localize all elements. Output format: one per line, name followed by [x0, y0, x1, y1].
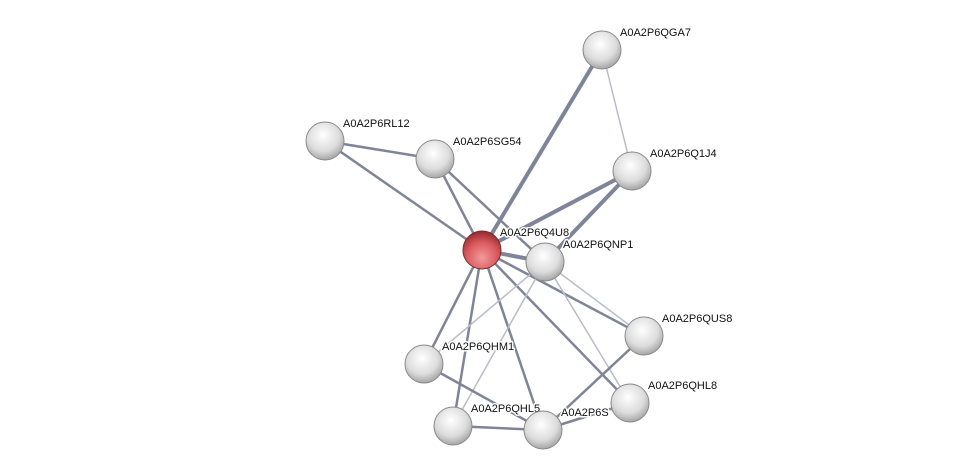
- node-label: A0A2P6QGA7: [620, 27, 691, 39]
- edge-rl12-q4u8[interactable]: [324, 139, 483, 252]
- edge-q4u8-qhl8[interactable]: [481, 249, 631, 404]
- edge-qhm1-s[interactable]: [423, 362, 544, 432]
- protein-node-circle[interactable]: [404, 344, 444, 384]
- node-label: A0A2P6QHM1: [442, 341, 514, 353]
- node-label: A0A2P6S: [561, 407, 609, 419]
- edge-q4u8-qhm1[interactable]: [422, 249, 484, 365]
- node-rl12[interactable]: A0A2P6RL12: [305, 117, 411, 161]
- node-qus8[interactable]: A0A2P6QUS8: [624, 312, 734, 356]
- node-qhl8[interactable]: A0A2P6QHL8: [610, 379, 719, 423]
- node-label: A0A2P6QHL5: [471, 403, 540, 415]
- edge-q4u8-qga7[interactable]: [480, 48, 604, 252]
- edge-qnp1-qhm1[interactable]: [423, 261, 546, 365]
- edge-qnp1-q1j4[interactable]: [543, 169, 634, 264]
- node-label: A0A2P6QNP1: [563, 239, 633, 251]
- protein-node-circle[interactable]: [612, 151, 652, 191]
- edge-q4u8-q1j4[interactable]: [481, 169, 633, 252]
- node-sg54[interactable]: A0A2P6SG54: [415, 135, 523, 179]
- protein-node-circle[interactable]: [305, 121, 345, 161]
- edge-qnp1-qhl5[interactable]: [452, 261, 546, 427]
- query-protein-node-circle[interactable]: [462, 230, 502, 270]
- node-label: A0A2P6RL12: [343, 118, 410, 130]
- node-label: A0A2P6QHL8: [648, 380, 717, 392]
- protein-node-circle[interactable]: [582, 30, 622, 70]
- node-qhm1[interactable]: A0A2P6QHM1: [404, 340, 516, 384]
- edge-qnp1-qus8[interactable]: [544, 261, 645, 337]
- node-s[interactable]: A0A2P6S: [523, 406, 610, 450]
- edge-q4u8-s[interactable]: [480, 249, 545, 431]
- node-qnp1[interactable]: A0A2P6QNP1: [525, 238, 635, 282]
- node-q1j4[interactable]: A0A2P6Q1J4: [612, 147, 718, 191]
- protein-node-circle[interactable]: [525, 242, 565, 282]
- edge-sg54-qnp1[interactable]: [434, 158, 546, 263]
- node-q4u8[interactable]: A0A2P6Q4U8: [462, 226, 571, 270]
- protein-node-circle[interactable]: [610, 383, 650, 423]
- protein-node-circle[interactable]: [415, 139, 455, 179]
- node-qga7[interactable]: A0A2P6QGA7: [582, 26, 692, 70]
- protein-node-circle[interactable]: [523, 410, 563, 450]
- node-label: A0A2P6Q1J4: [650, 148, 717, 160]
- protein-node-circle[interactable]: [624, 316, 664, 356]
- edge-s-qus8[interactable]: [542, 335, 645, 431]
- node-label: A0A2P6QUS8: [662, 313, 732, 325]
- protein-node-circle[interactable]: [433, 406, 473, 446]
- node-label: A0A2P6Q4U8: [500, 227, 569, 239]
- edge-qnp1-qhl8[interactable]: [544, 261, 631, 404]
- node-label: A0A2P6SG54: [453, 136, 522, 148]
- edges-layer: [324, 48, 645, 432]
- edge-q4u8-qhl5[interactable]: [451, 249, 484, 427]
- edge-qga7-q1j4[interactable]: [601, 49, 633, 172]
- node-qhl5[interactable]: A0A2P6QHL5: [433, 402, 542, 446]
